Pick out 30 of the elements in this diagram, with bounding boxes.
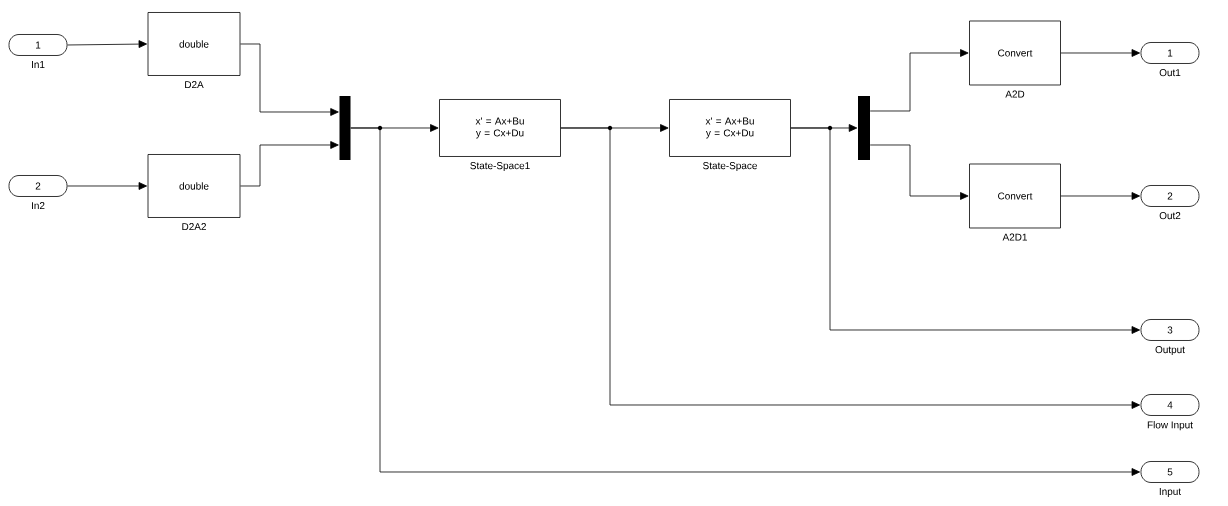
arrow (67, 40, 147, 48)
port-label: Out1 (1159, 69, 1181, 77)
block-box: double (147, 154, 241, 218)
arrow (790, 127, 1140, 334)
block-label: D2A (185, 81, 204, 89)
block-label: State-Space (703, 162, 757, 172)
port-label: Output (1155, 346, 1185, 356)
port-label: Input (1159, 488, 1181, 497)
arrow (240, 43, 339, 116)
arrow (1060, 192, 1140, 200)
port-label: In1 (32, 61, 45, 68)
port-label: In2 (32, 202, 45, 210)
block-label: State-Space1 (470, 162, 530, 172)
block-box: Convert (969, 163, 1061, 229)
block-box: Convert (969, 20, 1061, 86)
port-label: Out2 (1159, 212, 1181, 220)
port-label: Flow Input (1147, 421, 1193, 431)
block-label: A2D (1005, 90, 1025, 98)
arrow (560, 127, 1140, 409)
arrow (869, 49, 969, 112)
block-box: double (147, 12, 241, 76)
block-label: D2A2 (182, 223, 206, 231)
arrow (350, 127, 1140, 476)
arrow (1060, 49, 1140, 57)
arrow (869, 144, 969, 200)
arrow (67, 182, 147, 190)
block-box: x' = Ax+Bu y = Cx+Du (439, 99, 561, 157)
arrow (240, 141, 339, 187)
block-label: A2D1 (1002, 233, 1027, 241)
block-box: x' = Ax+Bu y = Cx+Du (669, 99, 791, 157)
